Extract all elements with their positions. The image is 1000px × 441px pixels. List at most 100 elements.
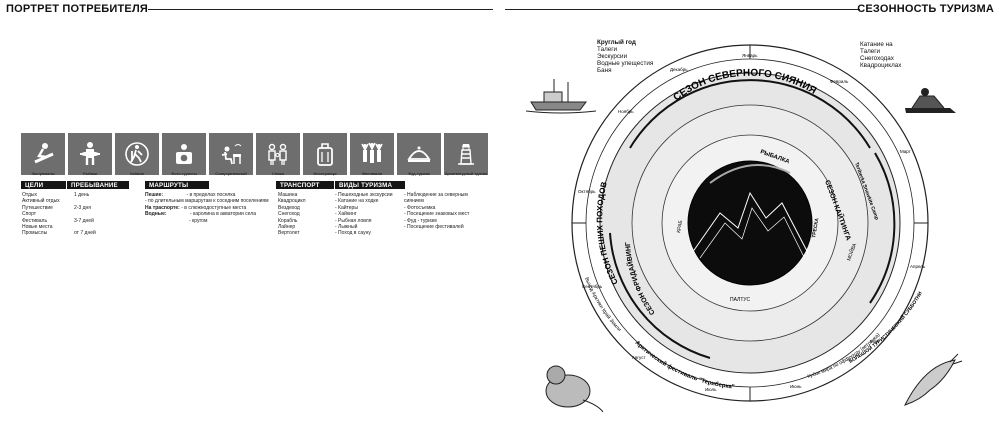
winter-activities-block: Катание на Талеги Снегоходах Квадроцикла… <box>860 41 901 69</box>
list-item: - Катание на ходке <box>335 198 379 205</box>
tourism-types-list-b: - Наблюдение за северным сиянием - Фотос… <box>404 192 480 230</box>
list-item: Экскурсии <box>597 53 628 60</box>
year-round-title: Круглый год <box>597 39 636 46</box>
list-item: от 7 дней <box>74 230 96 237</box>
snowboard-icon <box>21 133 65 175</box>
festival-icon <box>350 133 394 175</box>
month-label: Декабрь <box>670 67 688 72</box>
month-label: Февраль <box>830 79 849 84</box>
list-item: Фестиваль <box>22 217 48 224</box>
list-item: 1 день <box>74 192 90 198</box>
list-item: 3-7 дней <box>74 217 94 224</box>
seal-illustration <box>545 365 604 413</box>
icon-label-families: Семьи <box>271 171 285 176</box>
halibut-label: ПАЛТУС <box>730 297 751 303</box>
month-label: Июль <box>705 387 717 392</box>
icon-label-fishers: Рыбаки <box>83 171 97 176</box>
list-item: Промыслы <box>22 230 48 237</box>
list-item: Машина <box>278 192 298 198</box>
list-item: - Посещение фестивалей <box>404 224 464 231</box>
tourism-types-list-a: - Пешеходные экскурсии - Катание на ходк… <box>335 192 393 237</box>
icon-label-hiking: Хайкинг <box>129 171 145 176</box>
category-stay: ПРЕБЫВАНИЕ <box>67 181 129 189</box>
icon-label-festivals: Фестивали <box>361 171 383 176</box>
month-label: Июнь <box>790 384 802 389</box>
transport-list: Машина Квадроцикл Вездеход Снегоход Кора… <box>278 192 306 237</box>
cod-label: ТРЕСКА <box>811 217 820 238</box>
category-tourism-types: ВИДЫ ТУРИЗМА <box>335 181 405 189</box>
list-item: - Поход в сауну <box>335 230 371 237</box>
suitcase-icon <box>303 133 347 175</box>
month-label: Сентябрь <box>582 284 603 289</box>
icon-label-foreigners: Иностранцы <box>313 171 337 176</box>
month-label: Октябрь <box>578 189 596 194</box>
list-item: - по длительным маршрутам к соседним пос… <box>145 198 269 205</box>
list-item: Вездеход <box>278 204 300 211</box>
category-transport: ТРАНСПОРТ <box>276 181 334 189</box>
list-item: Лайнер <box>278 224 296 231</box>
category-routes: МАРШРУТЫ <box>145 181 209 189</box>
icon-label-food: Фуд-туризм <box>408 171 430 176</box>
list-item: Квадроцикл <box>278 198 306 205</box>
crab-label: КРАБ <box>676 219 684 233</box>
goals-list: Отдых Активный отдых Путешествие Спорт Ф… <box>22 192 60 237</box>
list-item: - Пешеходные экскурсии <box>335 192 393 198</box>
list-item: - Рыбная ловля <box>335 217 372 224</box>
cloche-icon <box>397 133 441 175</box>
list-item: Путешествие <box>22 204 53 211</box>
section-title-consumer: ПОРТРЕТ ПОТРЕБИТЕЛЯ <box>6 3 148 15</box>
icon-label-architecture: Архитектурный туризм <box>444 171 488 176</box>
list-item: - Наблюдение за северным сиянием <box>404 192 468 205</box>
icon-label-photo: Фото-туристы <box>171 171 197 176</box>
stay-list: 1 день 2-3 дня 3-7 дней от 7 дней <box>74 192 96 237</box>
routes-transport-label: На трасnорте: <box>145 204 180 211</box>
family-icon <box>256 133 300 175</box>
month-label: Январь <box>742 53 758 58</box>
list-item: Активный отдых <box>22 198 60 205</box>
list-item: - Посещение знаковых мест <box>404 211 470 218</box>
whale-illustration <box>904 353 963 406</box>
list-item: Баня <box>597 67 612 74</box>
year-round-block: Круглый год Талеги Экскурсии Водные улещ… <box>597 39 653 74</box>
month-label: Август <box>632 355 646 360</box>
routes-list: Пешие: - в пределах поселка - по длитель… <box>145 192 269 224</box>
month-label: Май <box>870 338 879 344</box>
month-label: Март <box>900 149 911 154</box>
list-item: - в слюжнодоступные места <box>181 204 247 211</box>
list-item: - кругом <box>189 217 208 224</box>
list-item: Спорт <box>22 211 37 218</box>
list-item: Снегоходах <box>860 55 894 62</box>
month-label: Ноябрь <box>618 109 634 114</box>
list-item: Корабль <box>278 217 298 224</box>
snowmobile-illustration <box>905 88 956 113</box>
month-label: Апрель <box>910 264 926 269</box>
section-title-seasonality: СЕЗОННОСТЬ ТУРИЗМА <box>857 3 994 15</box>
header-divider-left <box>148 9 493 10</box>
list-item: 2-3 дня <box>74 204 92 211</box>
camera-icon <box>162 133 206 175</box>
list-item: Снегоход <box>278 211 300 218</box>
list-item: Талеги <box>597 46 618 53</box>
list-item: - каролина в акватории села <box>189 211 256 218</box>
lighthouse-icon <box>444 133 488 175</box>
list-item: - Фуд - туризм <box>404 217 437 224</box>
category-goals: ЦЕЛИ <box>21 181 66 189</box>
hiker-icon <box>115 133 159 175</box>
list-item: Вертолет <box>278 230 300 237</box>
list-item: Водные улещестия <box>597 60 654 67</box>
list-item: Новые места <box>22 224 53 231</box>
icon-label-contemplative: Созерцательный <box>215 171 247 176</box>
list-item: - Хайкинг <box>335 211 357 218</box>
contemplative-icon <box>209 133 253 175</box>
icon-label-extreme: Экстремалы <box>31 171 55 176</box>
header-divider-right <box>505 9 860 10</box>
list-item: Отдых <box>22 192 38 198</box>
routes-walking-label: Пешие: <box>145 192 164 198</box>
fishing-boat-illustration <box>526 79 596 114</box>
seasonality-wheel: СЕЗОН СЕВЕРНОГО СИЯНИЯ СЕЗОН ПЕШИХ ПОХОД… <box>570 43 929 402</box>
list-item: - в пределах поселка <box>186 192 236 198</box>
list-item: Талеги <box>860 48 881 55</box>
list-item: Квадроциклах <box>860 62 902 69</box>
list-item: - Кайтеры <box>335 204 358 211</box>
consumer-icon-strip <box>21 133 488 175</box>
